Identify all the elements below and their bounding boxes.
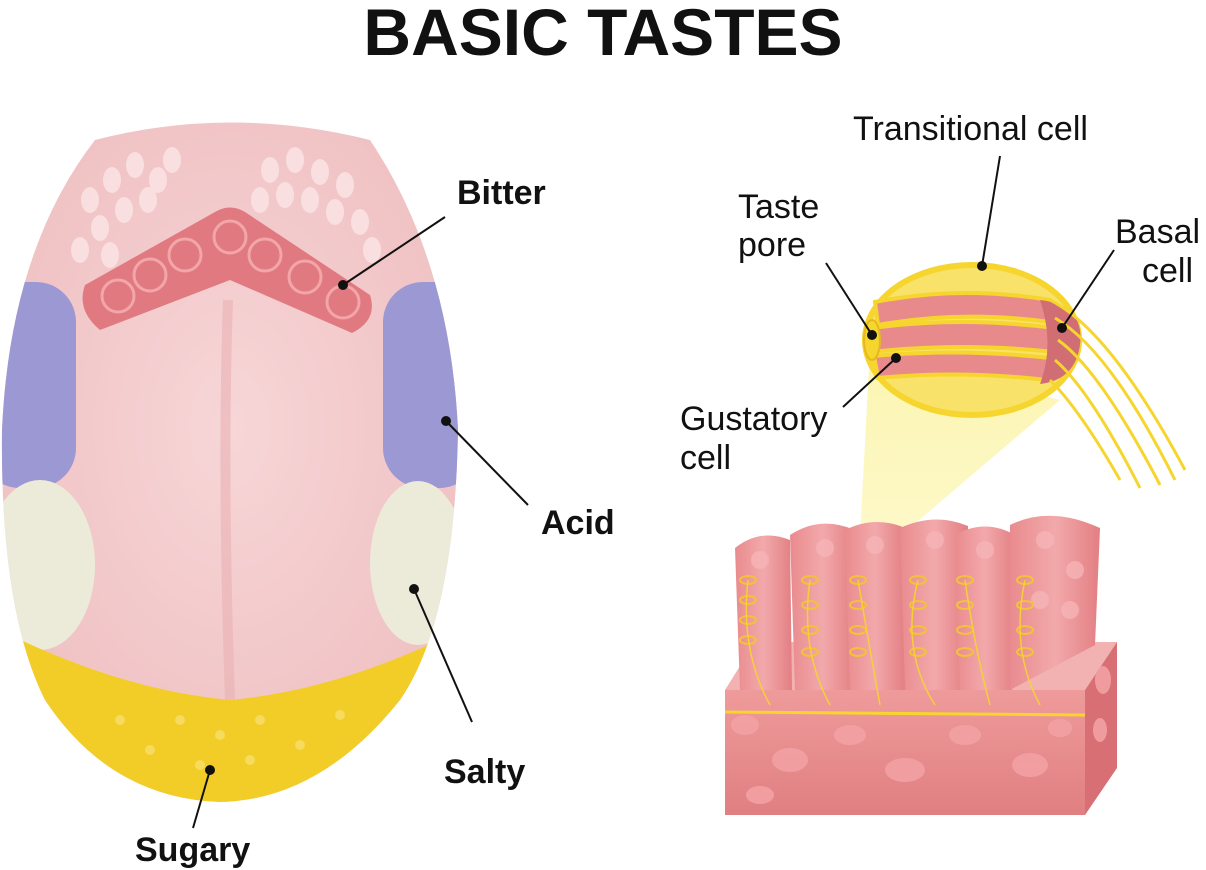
label-taste-pore-line1: Taste [738,188,819,226]
gustatory-cells [869,291,1060,383]
label-acid: Acid [541,504,615,542]
taste-bud-leaders [825,155,1115,408]
gustatory-cell-dot [891,353,901,363]
salty-zone-right [370,481,459,645]
label-basal-cell-line1: Basal [1115,213,1200,251]
acid-zone-left [1,282,76,488]
label-basal-cell-line2: cell [1142,252,1193,290]
tongue-illustration [1,122,459,802]
label-gustatory-cell-line1: Gustatory [680,400,827,438]
back-papillae [71,147,381,268]
label-taste-pore-line2: pore [738,226,806,264]
sugary-zone [1,630,459,802]
label-sugary: Sugary [135,831,250,869]
tongue-median-groove [220,299,235,701]
tongue-leaders [192,216,529,829]
acid-zone-right [383,282,459,488]
label-gustatory-cell-line2: cell [680,439,731,477]
bitter-dot [338,280,348,290]
bitter-zone [82,207,372,333]
taste-pore-dot [867,330,877,340]
label-bitter: Bitter [457,174,546,212]
page-title: BASIC TASTES [363,0,843,69]
label-salty: Salty [444,753,525,791]
acid-dot [441,416,451,426]
sugary-dot [205,765,215,775]
basal-cell-dot [1057,323,1067,333]
salty-dot [409,584,419,594]
sensory-nerve-fibers [1048,298,1187,489]
fungiform-papillae [735,515,1100,706]
transitional-cell-dot [977,261,987,271]
label-transitional-cell: Transitional cell [853,110,1088,148]
taste-bud-magnified [862,262,1187,489]
